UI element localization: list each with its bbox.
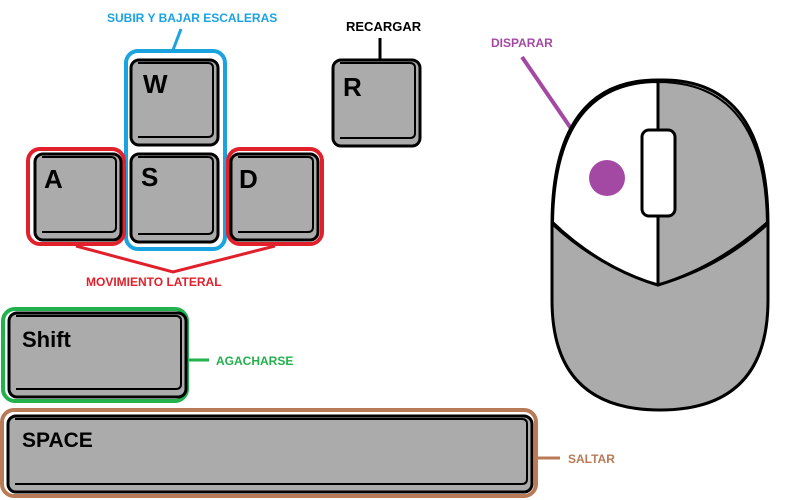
crouch-label: AGACHARSE (216, 354, 293, 368)
key-r: R (331, 58, 422, 148)
jump-label: SALTAR (568, 452, 615, 466)
stairs-connector (171, 28, 183, 51)
mouse-bottom-line (550, 220, 769, 287)
lateral-left-outline (26, 147, 126, 246)
key-shift: Shift (7, 311, 188, 399)
reload-label: RECARGAR (346, 19, 422, 34)
jump-group-outline (0, 408, 538, 498)
key-shift-label: Shift (22, 327, 72, 352)
key-a: A (33, 152, 123, 242)
stairs-group-outline (124, 49, 227, 251)
key-w-label: W (143, 69, 168, 99)
key-s-label: S (141, 162, 158, 192)
stairs-label: SUBIR Y BAJAR ESCALERAS (107, 11, 277, 25)
key-d: D (229, 152, 320, 242)
mouse-illustration (550, 78, 770, 412)
key-w: W (129, 58, 220, 147)
lateral-label: MOVIMIENTO LATERAL (86, 275, 222, 289)
key-s: S (129, 152, 220, 244)
lateral-right-outline (226, 147, 324, 246)
mouse-scroll-wheel (640, 128, 677, 218)
key-a-label: A (44, 164, 63, 194)
key-r-label: R (343, 72, 362, 102)
lateral-connector (75, 244, 276, 274)
key-space: SPACE (6, 414, 534, 494)
shoot-marker-dot (589, 160, 625, 196)
key-d-label: D (239, 164, 258, 194)
shoot-label: DISPARAR (491, 36, 553, 50)
key-space-label: SPACE (22, 429, 93, 452)
